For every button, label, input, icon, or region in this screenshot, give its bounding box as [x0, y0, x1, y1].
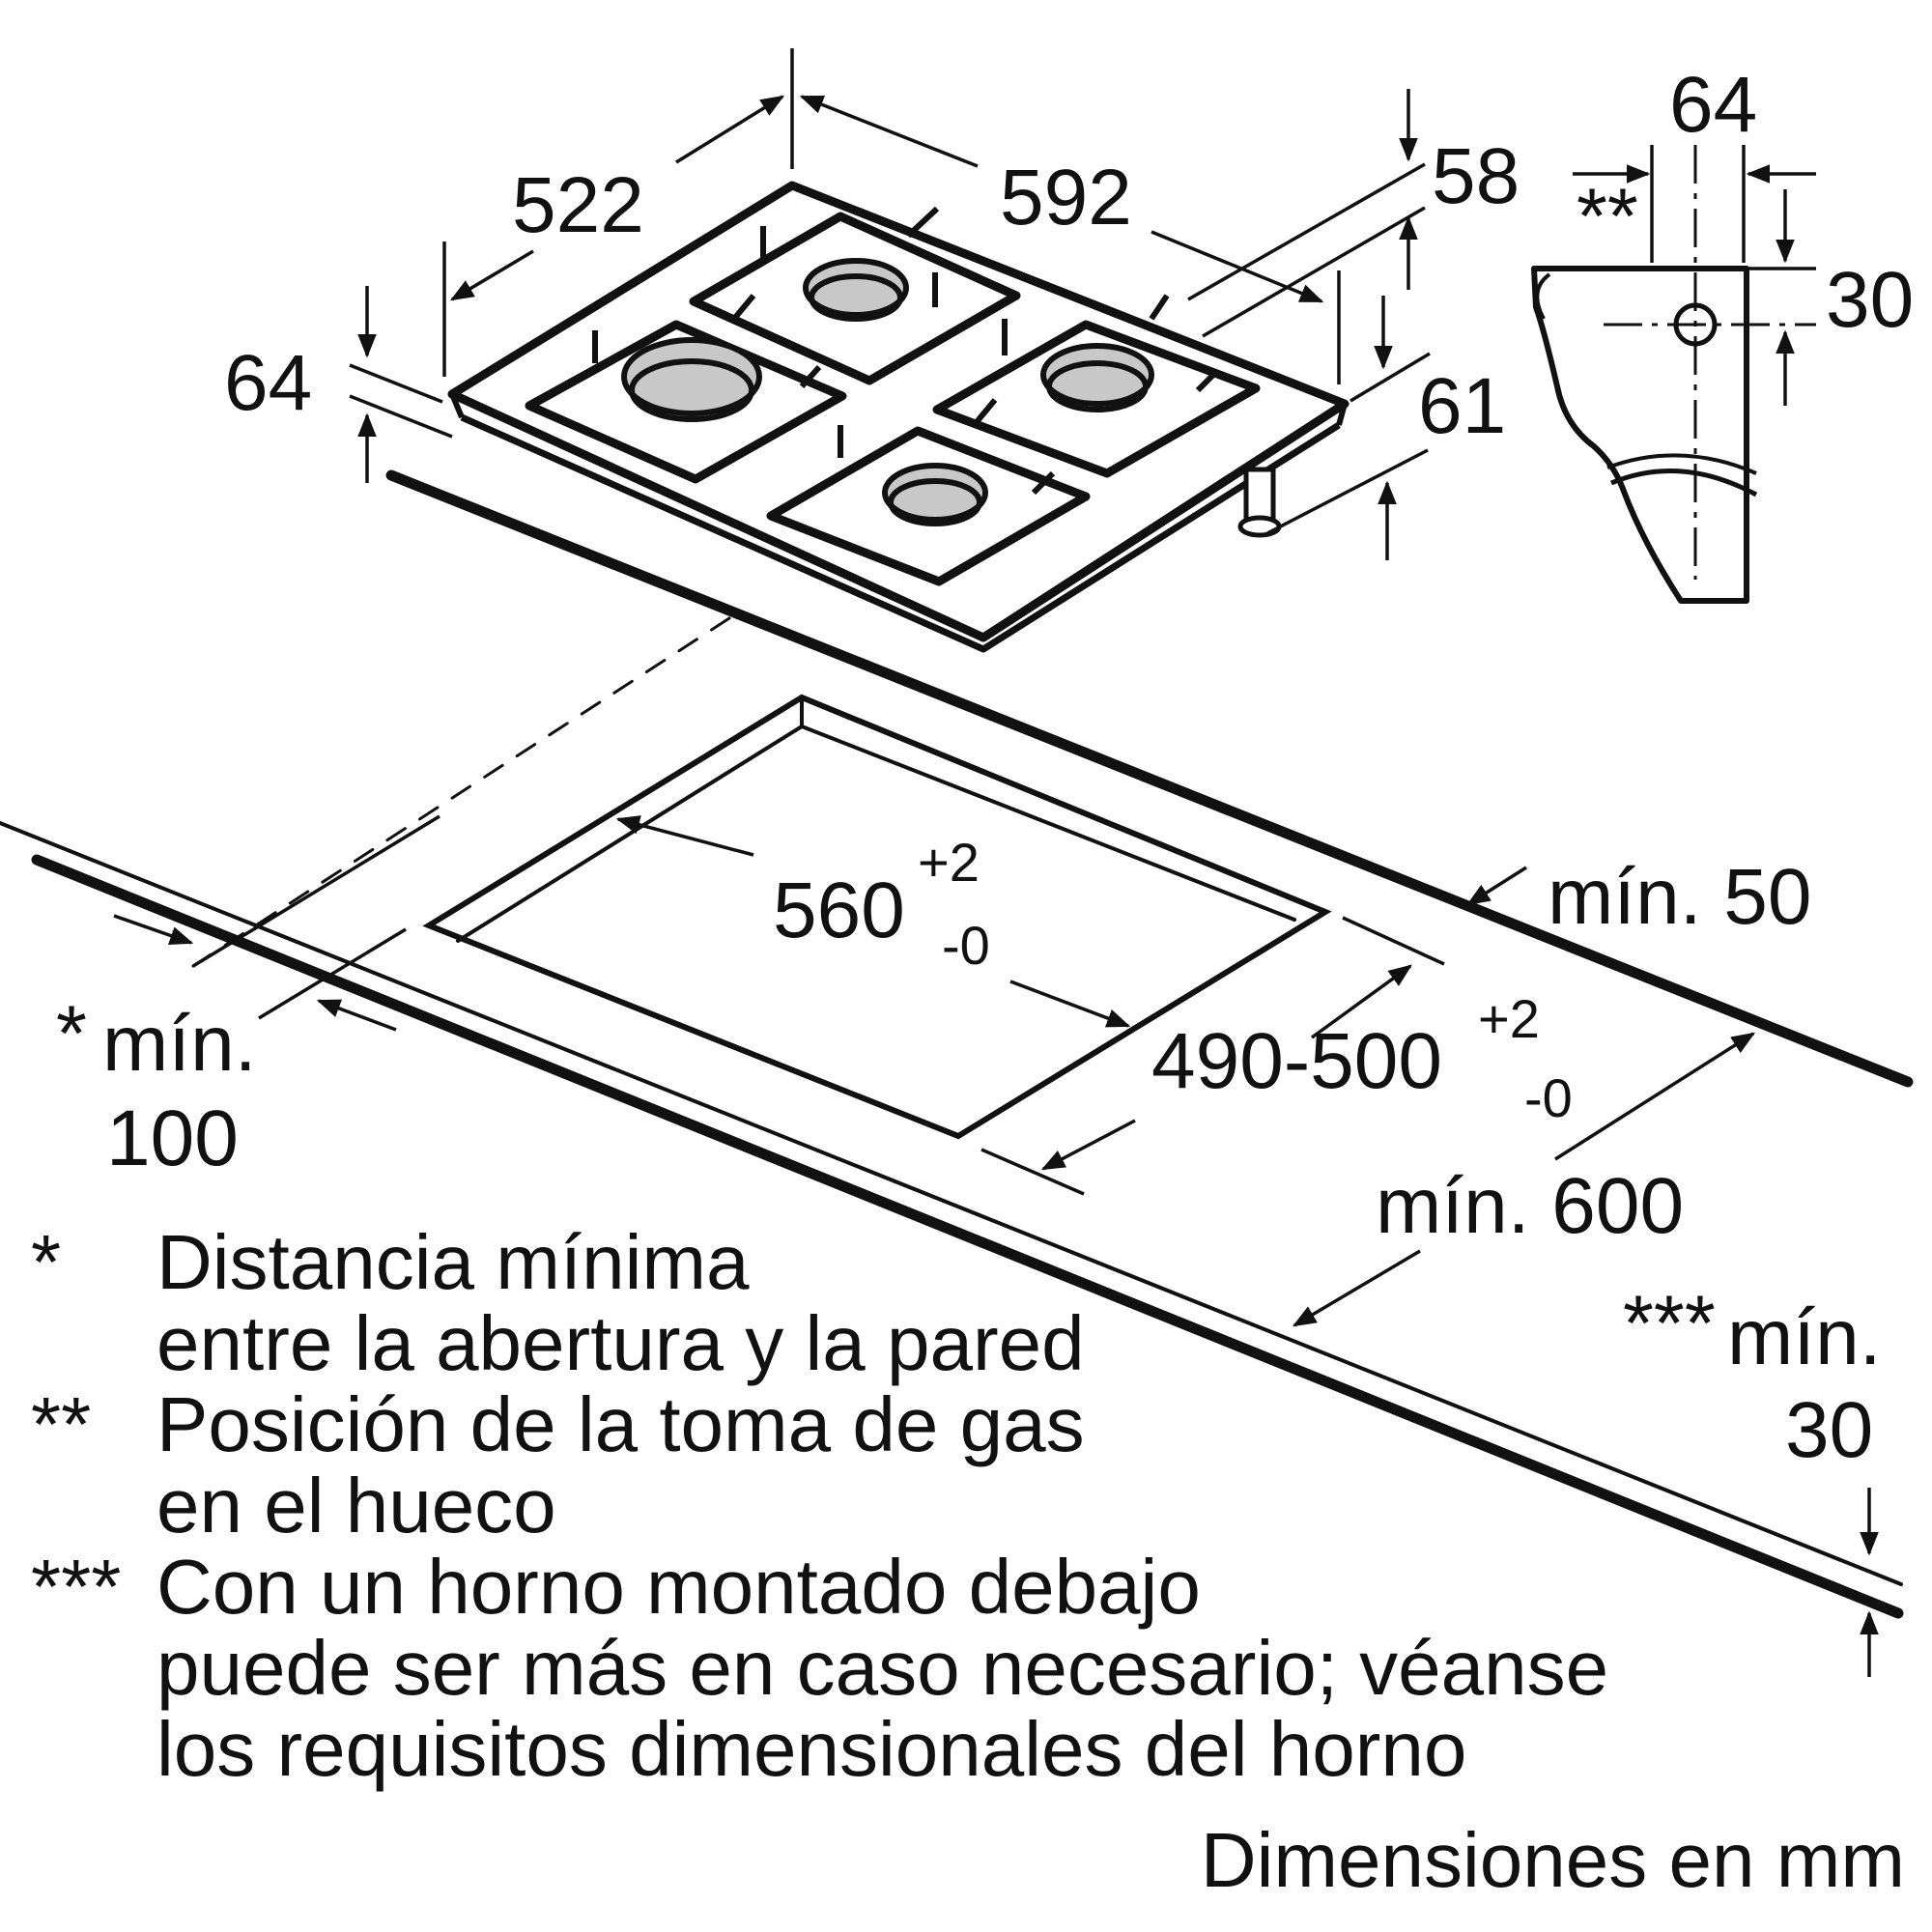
units-label: Dimensiones en mm: [1200, 1817, 1905, 1903]
dim-min-below-value: 30: [1785, 1386, 1873, 1474]
footnote-mark: **: [31, 1381, 92, 1467]
footnote-line: en el hueco: [156, 1463, 556, 1548]
dim-side-width: 64: [1669, 61, 1757, 149]
burner-icon: [621, 337, 762, 416]
footnote-line: Con un horno montado debajo: [156, 1544, 1201, 1630]
footnotes: * Distancia mínima entre la abertura y l…: [31, 1222, 1692, 1790]
burner-icon: [1040, 343, 1154, 407]
footnote-line: Distancia mínima: [156, 1219, 750, 1305]
burner-icon: [803, 258, 909, 318]
footnote-line: entre la abertura y la pared: [156, 1300, 1085, 1386]
dim-cutout-width: 560: [773, 867, 905, 954]
burner-icon: [882, 463, 988, 523]
dim-hob-width: 592: [1000, 154, 1132, 242]
dim-hob-depth: 522: [512, 161, 644, 249]
footnote-mark: ***: [31, 1544, 122, 1630]
gas-hob-drawing: [447, 181, 1350, 653]
dim-min-depth: mín. 600: [1376, 1162, 1684, 1250]
dimension-lines: [113, 48, 1879, 1677]
footnote: *** Con un horno montado debajo puede se…: [31, 1547, 1692, 1790]
dim-min-wall-marker: *: [56, 990, 87, 1078]
burner-icons: [621, 258, 1154, 526]
footnote: * Distancia mínima entre la abertura y l…: [31, 1222, 1692, 1384]
dim-connector-height: 58: [1432, 132, 1520, 220]
gas-position-marker: **: [1577, 173, 1638, 261]
dim-min-wall-value: 100: [106, 1094, 239, 1182]
footnote-line: puede ser más en caso necesario; véanse: [156, 1625, 1609, 1711]
dim-cutout-depth-tol-minus: -0: [1524, 1067, 1573, 1128]
dim-min-wall-label: mín.: [102, 1000, 256, 1088]
dim-min-back: mín. 50: [1548, 853, 1811, 941]
dim-hob-height: 64: [224, 339, 312, 427]
gas-connection-side-view: [1531, 145, 1816, 604]
dim-side-height: 30: [1826, 256, 1914, 344]
dim-cutout-depth: 490-500: [1151, 1017, 1442, 1105]
dim-cutout-width-tol-minus: -0: [942, 915, 990, 976]
dim-cutout-depth-tol-plus: +2: [1478, 988, 1540, 1049]
dim-connector-lower: 61: [1418, 362, 1506, 450]
footnote: ** Posición de la toma de gas en el huec…: [31, 1384, 1692, 1547]
footnote-mark: *: [31, 1219, 62, 1305]
footnote-line: los requisitos dimensionales del horno: [156, 1706, 1467, 1792]
dim-cutout-width-tol-plus: +2: [918, 832, 980, 893]
worktop-cutout-drawing: [0, 469, 1914, 1619]
footnote-line: Posición de la toma de gas: [156, 1381, 1085, 1467]
dim-min-below-marker: ***: [1623, 1280, 1716, 1368]
dim-min-below-label: mín.: [1727, 1293, 1881, 1381]
